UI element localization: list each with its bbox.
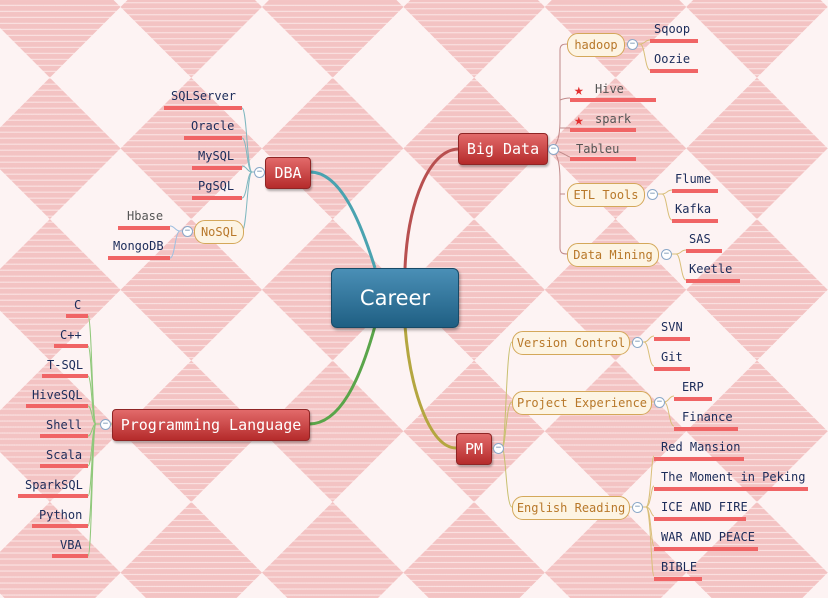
underline (654, 367, 690, 371)
underline (672, 189, 718, 193)
leaf-moment-in-peking[interactable]: The Moment in Peking (661, 470, 806, 484)
collapse-version-control-icon[interactable]: − (632, 337, 643, 348)
collapse-programming-language-icon[interactable]: − (100, 419, 111, 430)
topic-big-data[interactable]: Big Data (458, 133, 548, 165)
leaf-hbase[interactable]: Hbase (127, 209, 164, 223)
collapse-hadoop-icon[interactable]: − (627, 39, 638, 50)
underline (650, 39, 698, 43)
underline (192, 196, 242, 200)
underline (26, 404, 88, 408)
underline (686, 279, 740, 283)
underline (674, 427, 738, 431)
central-topic[interactable]: Career (331, 268, 459, 328)
underline (192, 166, 242, 170)
topic-pm[interactable]: PM (456, 433, 492, 465)
underline (66, 314, 88, 318)
underline (52, 554, 88, 558)
underline (654, 487, 808, 491)
leaf-oracle[interactable]: Oracle (191, 119, 235, 133)
leaf-sparksql[interactable]: SparkSQL (25, 478, 83, 492)
topic-programming-language[interactable]: Programming Language (112, 409, 310, 441)
leaf-scala[interactable]: Scala (46, 448, 83, 462)
leaf-sqoop[interactable]: Sqoop (654, 22, 691, 36)
underline (54, 344, 88, 348)
priority-star-icon: ★ (574, 80, 584, 99)
underline (164, 106, 242, 110)
collapse-english-reading-icon[interactable]: − (632, 502, 643, 513)
underline (32, 524, 88, 528)
topic-etl-tools[interactable]: ETL Tools (567, 183, 645, 207)
underline (40, 434, 88, 438)
leaf-cpp[interactable]: C++ (60, 328, 82, 342)
leaf-hivesql[interactable]: HiveSQL (32, 388, 83, 402)
underline (108, 256, 170, 260)
leaf-tsql[interactable]: T-SQL (47, 358, 84, 372)
leaf-vba[interactable]: VBA (60, 538, 82, 552)
topic-data-mining[interactable]: Data Mining (567, 243, 659, 267)
leaf-mongodb[interactable]: MongoDB (113, 239, 164, 253)
leaf-red-mansion[interactable]: Red Mansion (661, 440, 741, 454)
leaf-erp[interactable]: ERP (682, 380, 704, 394)
leaf-ice-and-fire[interactable]: ICE AND FIRE (661, 500, 748, 514)
collapse-nosql-icon[interactable]: − (182, 226, 193, 237)
leaf-flume[interactable]: Flume (675, 172, 712, 186)
collapse-pm-icon[interactable]: − (493, 443, 504, 454)
leaf-tableu[interactable]: Tableu (576, 142, 620, 156)
underline (18, 494, 88, 498)
underline (674, 397, 712, 401)
underline (118, 226, 170, 230)
leaf-finance[interactable]: Finance (682, 410, 733, 424)
leaf-sqlserver[interactable]: SQLServer (171, 89, 237, 103)
topic-hadoop[interactable]: hadoop (567, 33, 625, 57)
collapse-dba-icon[interactable]: − (254, 167, 265, 178)
leaf-hive[interactable]: Hive (595, 82, 624, 96)
underline (650, 69, 698, 73)
leaf-bible[interactable]: BIBLE (661, 560, 698, 574)
underline (570, 128, 636, 132)
collapse-big-data-icon[interactable]: − (548, 144, 559, 155)
underline (40, 464, 88, 468)
topic-nosql[interactable]: NoSQL (194, 220, 244, 244)
underline (654, 337, 690, 341)
leaf-sas[interactable]: SAS (689, 232, 711, 246)
leaf-git[interactable]: Git (661, 350, 683, 364)
priority-star-icon: ★ (574, 110, 584, 129)
leaf-keetle[interactable]: Keetle (689, 262, 733, 276)
underline (184, 136, 242, 140)
collapse-data-mining-icon[interactable]: − (661, 249, 672, 260)
underline (654, 547, 758, 551)
topic-version-control[interactable]: Version Control (512, 331, 630, 355)
leaf-c[interactable]: C (74, 298, 82, 312)
underline (654, 577, 702, 581)
leaf-svn[interactable]: SVN (661, 320, 683, 334)
underline (570, 157, 636, 161)
leaf-mysql[interactable]: MySQL (198, 149, 235, 163)
collapse-project-experience-icon[interactable]: − (654, 397, 665, 408)
topic-project-experience[interactable]: Project Experience (512, 391, 652, 415)
leaf-oozie[interactable]: Oozie (654, 52, 691, 66)
leaf-spark[interactable]: spark (595, 112, 632, 126)
collapse-etl-tools-icon[interactable]: − (647, 189, 658, 200)
leaf-kafka[interactable]: Kafka (675, 202, 712, 216)
leaf-pgsql[interactable]: PgSQL (198, 179, 235, 193)
leaf-shell[interactable]: Shell (46, 418, 83, 432)
underline (42, 374, 88, 378)
underline (672, 219, 718, 223)
leaf-python[interactable]: Python (39, 508, 83, 522)
underline (570, 98, 656, 102)
topic-english-reading[interactable]: English Reading (512, 496, 630, 520)
underline (654, 517, 746, 521)
topic-dba[interactable]: DBA (265, 157, 311, 189)
underline (686, 249, 722, 253)
leaf-war-and-peace[interactable]: WAR AND PEACE (661, 530, 755, 544)
underline (654, 457, 744, 461)
